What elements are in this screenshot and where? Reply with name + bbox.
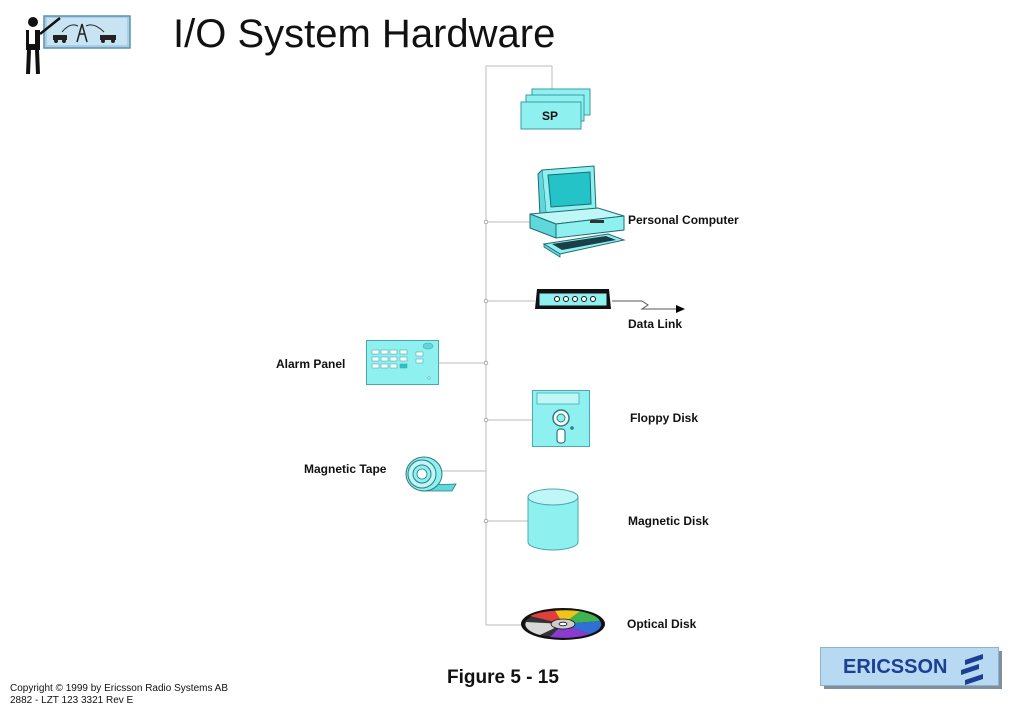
disk-cylinder-icon [527, 488, 579, 551]
personal-computer-label: Personal Computer [628, 213, 739, 227]
alarm-panel-icon [366, 340, 439, 385]
magnetic-disk-label: Magnetic Disk [628, 514, 709, 528]
data-link-label: Data Link [628, 317, 683, 331]
sp-icon [520, 88, 592, 130]
optical-disk-label: Optical Disk [627, 617, 697, 631]
document-id: 2882 - LZT 123 3321 Rev E [10, 695, 134, 706]
copyright-text: Copyright © 1999 by Ericsson Radio Syste… [10, 683, 229, 694]
tape-icon [402, 453, 458, 495]
cd-icon [520, 606, 606, 642]
alarm-panel-label: Alarm Panel [276, 357, 346, 371]
ericsson-logo-text: ERICSSON [843, 656, 948, 678]
footer-text: Copyright © 1999 by Ericsson Radio Syste… [10, 683, 228, 707]
magnetic-tape-label: Magnetic Tape [304, 462, 387, 476]
floppy-disk-label: Floppy Disk [630, 411, 699, 425]
page-title: I/O System Hardware [173, 12, 556, 56]
computer-icon [528, 164, 626, 262]
modem-icon [533, 287, 613, 313]
presenter-icon [20, 12, 132, 76]
sp-label: SP [542, 109, 559, 123]
ericsson-logo: ERICSSON [820, 647, 1003, 690]
floppy-icon [532, 390, 590, 447]
figure-caption: Figure 5 - 15 [447, 667, 559, 688]
